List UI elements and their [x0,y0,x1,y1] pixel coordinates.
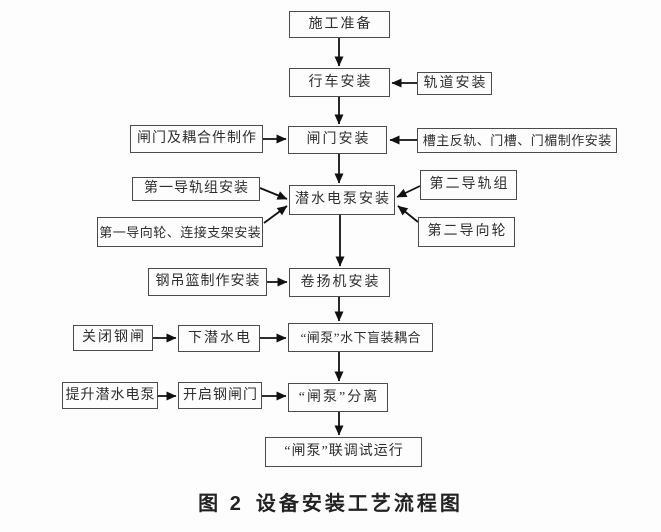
node-slot-rail-fab: 槽主反轨、门槽、门楣制作安装 [417,128,617,153]
node-first-rail-group: 第一导轨组安装 [132,177,260,201]
figure-title: 设备安装工艺流程图 [255,493,463,515]
figure-caption: 图 2 设备安装工艺流程图 [0,487,661,516]
node-steel-basket-fab: 钢吊篮制作安装 [148,268,267,296]
node-construction-prep: 施工准备 [289,11,390,38]
node-crane-install: 行车安装 [289,68,390,97]
node-blind-coupling: “闸泵”水下盲装耦合 [288,323,433,352]
arrow-rail2-to-pump [396,185,421,198]
node-lift-pump: 提升潜水电泵 [62,382,158,409]
node-first-guide-wheel: 第一导向轮、连接支架安装 [97,217,263,247]
node-joint-commissioning: “闸泵”联调试运行 [265,437,422,467]
node-track-install: 轨道安装 [417,72,492,95]
node-lower-pump: 下潜水电 [178,325,260,352]
node-gate-coupling-fab: 闸门及耦合件制作 [130,125,263,153]
node-open-steel-gate: 开启钢闸门 [178,382,262,409]
node-second-rail-group: 第二导轨组 [420,170,517,200]
arrow-rail1-to-pump [259,187,288,200]
node-close-steel-gate: 关闭钢闸 [73,325,153,351]
node-pump-install: 潜水电泵安装 [289,185,395,215]
node-gate-install: 闸门安装 [288,126,387,154]
arrow-guide1-to-pump [263,205,288,224]
figure-number: 图 2 [198,493,244,515]
node-winch-install: 卷扬机安装 [289,268,390,297]
arrow-guide2-to-pump [397,205,419,223]
node-pump-separation: “闸泵”分离 [288,383,388,412]
node-second-guide-wheel: 第二导向轮 [418,217,515,247]
